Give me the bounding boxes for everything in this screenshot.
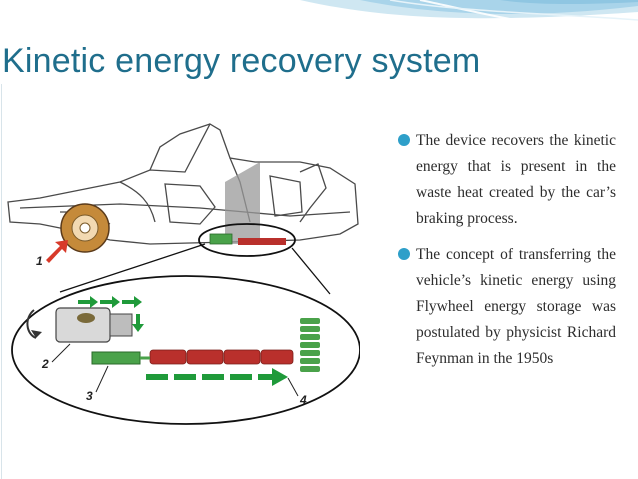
callout-2: 2 <box>41 357 49 371</box>
bullet-text: The concept of transferring the vehicle’… <box>416 246 616 367</box>
bullet-item: The concept of transferring the vehicle’… <box>386 242 616 372</box>
bullet-dot-icon <box>398 248 410 260</box>
callout-4: 4 <box>299 393 307 407</box>
zoom-ellipse <box>198 223 296 257</box>
kers-diagram: 1 2 3 <box>7 123 360 425</box>
brake-disc-icon <box>60 203 110 253</box>
bullet-list: The device recovers the kinetic energy t… <box>386 128 616 382</box>
battery-small <box>238 238 286 245</box>
energy-level-icon <box>300 318 320 372</box>
kers-unit-small <box>209 233 233 245</box>
header-banner <box>300 0 638 35</box>
bullet-item: The device recovers the kinetic energy t… <box>386 128 616 232</box>
flywheel-icon <box>26 307 133 343</box>
bullet-text: The device recovers the kinetic energy t… <box>416 132 616 227</box>
green-arrows-top <box>78 296 144 332</box>
body-panel <box>225 162 260 244</box>
bullet-dot-icon <box>398 134 410 146</box>
callout-1: 1 <box>36 254 43 268</box>
battery-pack-icon <box>149 349 294 365</box>
slide-title: Kinetic energy recovery system <box>2 42 481 80</box>
left-rule <box>1 84 2 479</box>
controller-icon <box>91 351 141 365</box>
green-arrow-bottom <box>146 368 288 386</box>
red-arrow-icon <box>46 240 68 263</box>
callout-3: 3 <box>86 389 93 403</box>
